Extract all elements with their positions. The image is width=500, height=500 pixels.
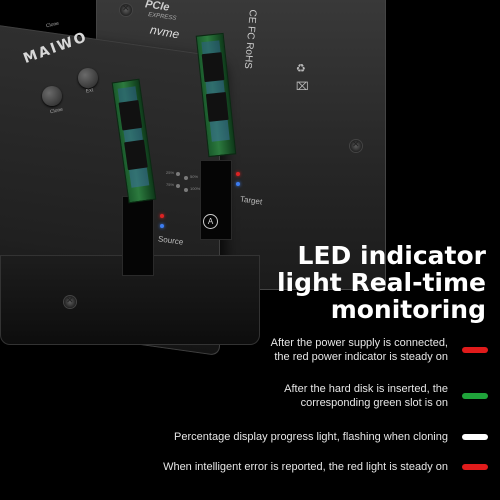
progress-led [184, 188, 188, 192]
red-error-light-swatch [462, 464, 488, 471]
indicator-disk: After the hard disk is inserted, the cor… [284, 382, 488, 410]
progress-led-label: 100% [190, 186, 201, 191]
indicator-error: When intelligent error is reported, the … [163, 460, 488, 474]
trash-bin-icon: ⌧ [296, 81, 309, 93]
recycle-icon: ♻ [296, 63, 306, 75]
source-status-led [160, 224, 164, 228]
progress-led [176, 172, 180, 176]
screw-icon [350, 139, 362, 152]
top-switch-label: Clone [45, 20, 60, 30]
red-power-light-swatch [462, 347, 488, 353]
indicator-power: After the power supply is connected, the… [271, 336, 488, 364]
headline-line-2: light Real-time [276, 268, 486, 297]
target-status-led [236, 182, 240, 186]
ext-button[interactable] [78, 68, 98, 88]
target-slot[interactable] [200, 160, 232, 240]
indicator-text: After the power supply is connected, [270, 337, 448, 349]
clone-button[interactable] [42, 86, 62, 106]
target-error-led [236, 172, 240, 176]
green-slot-light-swatch [462, 393, 488, 399]
screw-icon [120, 3, 132, 16]
headline-line-3: monitoring [330, 295, 486, 324]
indicator-progress: Percentage display progress light, flash… [174, 430, 488, 444]
source-error-led [160, 214, 164, 218]
screw-icon [64, 295, 76, 308]
indicator-text: the red power indicator is steady on [274, 351, 448, 363]
indicator-text: After the hard disk is inserted, the [284, 383, 448, 395]
a-badge: A [203, 214, 218, 229]
headline-line-1: LED indicator [297, 241, 486, 270]
progress-led-label: 75% [166, 182, 175, 187]
indicator-text: Percentage display progress light, flash… [174, 431, 448, 444]
progress-led-label: 25% [166, 170, 175, 175]
white-progress-light-swatch [462, 434, 488, 441]
indicator-text: corresponding green slot is on [300, 397, 448, 409]
progress-led [184, 176, 188, 180]
indicator-text: When intelligent error is reported, the … [163, 461, 448, 474]
progress-led [176, 184, 180, 188]
progress-led-label: 50% [190, 174, 199, 179]
headline: LED indicator light Real-time monitoring [277, 242, 486, 323]
source-slot[interactable] [122, 196, 154, 276]
